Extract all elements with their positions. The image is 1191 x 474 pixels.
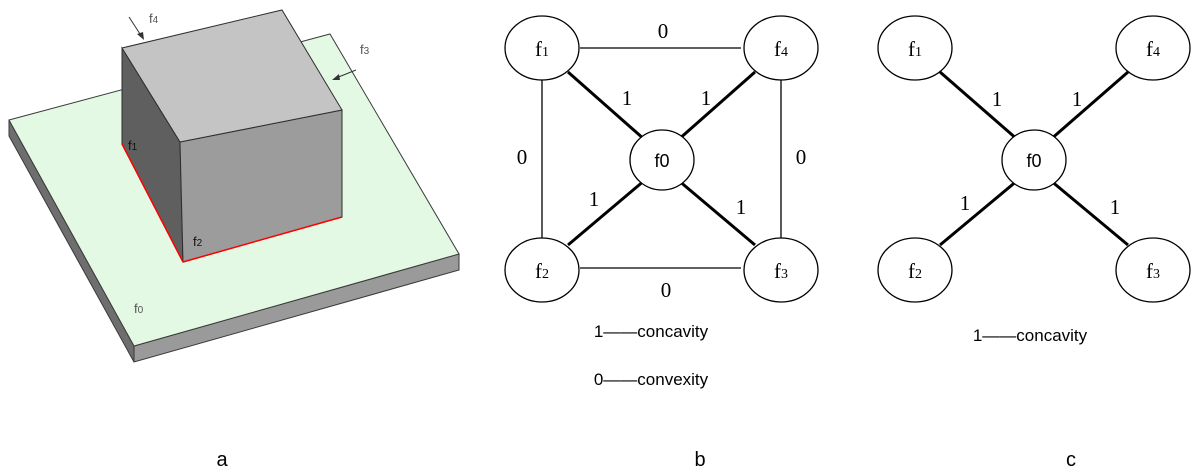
node-label-f3: f3 xyxy=(774,259,788,283)
edge-c-f1-f0 xyxy=(939,70,1019,142)
edge-label-f4-f0: 1 xyxy=(701,86,712,110)
node-label-f2: f2 xyxy=(535,259,549,283)
f4-arrowhead xyxy=(137,32,144,40)
node-f0 xyxy=(629,129,695,191)
node-c-f1 xyxy=(877,15,953,81)
edge-label-f1-f2: 0 xyxy=(517,145,528,169)
node-c-label-f1: f1 xyxy=(908,37,922,61)
face-label-f4: f4 xyxy=(149,11,159,26)
concave-edge-left xyxy=(121,143,184,263)
node-f1 xyxy=(504,15,580,81)
edge-f2-f0 xyxy=(567,178,646,247)
node-label-f4: f4 xyxy=(774,37,788,61)
node-c-f2 xyxy=(877,237,953,303)
node-c-label-f2: f2 xyxy=(908,259,922,283)
edge-c-f4-f0 xyxy=(1049,70,1129,142)
edge-c-f2-f0 xyxy=(939,178,1019,247)
legend-concavity: 1——concavity xyxy=(594,322,709,341)
edge-label-f1-f0: 1 xyxy=(622,86,633,110)
node-c-label-f4: f4 xyxy=(1146,37,1160,61)
edge-c-label-f4-f0: 1 xyxy=(1072,87,1083,111)
edge-f4-f0 xyxy=(677,70,756,142)
panel-b-labels: f1 f4 f0 f2 f3 0 1 1 0 0 1 1 0 1——concav… xyxy=(517,19,807,389)
panel-c-labels: f1 f4 f0 f2 f3 1 1 1 1 1——concavity xyxy=(908,37,1160,345)
face-label-f3: f3 xyxy=(360,42,370,57)
panel-c-caption: c xyxy=(1066,449,1076,471)
concave-edge-front xyxy=(182,216,343,263)
edge-f1-f0 xyxy=(567,70,646,142)
legend-convexity: 0——convexity xyxy=(594,370,709,389)
node-c-f0 xyxy=(1001,129,1067,191)
node-c-label-f3: f3 xyxy=(1146,259,1160,283)
panel-b-caption: b xyxy=(694,449,705,471)
node-f3 xyxy=(743,237,819,303)
node-c-f3 xyxy=(1115,237,1191,303)
cube-top-face xyxy=(121,9,343,143)
node-f2 xyxy=(504,237,580,303)
legend-c-concavity: 1——concavity xyxy=(973,326,1088,345)
edge-label-f3-f0: 1 xyxy=(736,195,747,219)
edge-c-f3-f0 xyxy=(1049,178,1129,247)
panel-a-model: f4 f3 f1 f2 f0 xyxy=(8,9,460,363)
edge-label-f4-f3: 0 xyxy=(796,145,807,169)
node-c-f4 xyxy=(1115,15,1191,81)
panel-a-caption: a xyxy=(216,449,228,471)
node-f4 xyxy=(743,15,819,81)
edge-c-label-f3-f0: 1 xyxy=(1110,195,1121,219)
edge-c-label-f2-f0: 1 xyxy=(960,191,971,215)
edge-label-f2-f3: 0 xyxy=(661,278,672,302)
node-label-f1: f1 xyxy=(535,37,549,61)
edge-label-f1-f4: 0 xyxy=(658,19,669,43)
panel-b-graph xyxy=(504,15,819,303)
panel-c-graph xyxy=(877,15,1191,303)
node-c-label-f0: f0 xyxy=(1026,151,1041,171)
face-label-f2: f2 xyxy=(193,234,203,249)
node-label-f0: f0 xyxy=(654,151,669,171)
edge-label-f2-f0: 1 xyxy=(589,187,600,211)
edge-f3-f0 xyxy=(677,178,756,247)
face-label-f0: f0 xyxy=(134,301,144,316)
f3-arrowhead xyxy=(332,74,340,80)
face-label-f1: f1 xyxy=(128,138,138,153)
edge-c-label-f1-f0: 1 xyxy=(992,87,1003,111)
